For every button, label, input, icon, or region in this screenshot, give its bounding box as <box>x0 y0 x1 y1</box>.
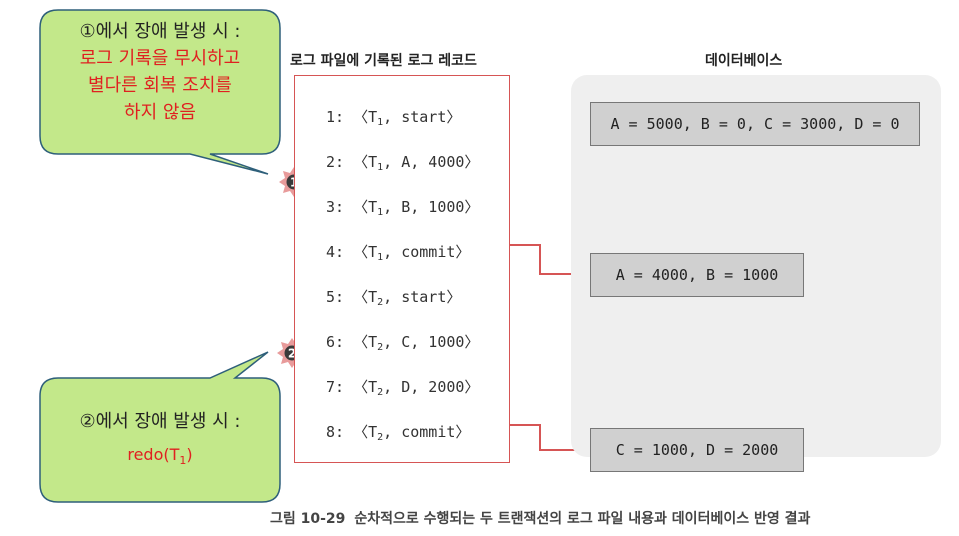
log-record-5: 5: 〈T2, start〉 <box>326 288 462 308</box>
log-record-7: 7: 〈T2, D, 2000〉 <box>326 378 480 398</box>
log-record-6: 6: 〈T2, C, 1000〉 <box>326 333 480 353</box>
log-record-8: 8: 〈T2, commit〉 <box>326 423 471 443</box>
bubble-1-line-1: ①에서 장애 발생 시 : <box>79 21 241 42</box>
log-record-1: 1: 〈T1, start〉 <box>326 108 462 128</box>
log-file-heading: 로그 파일에 기록된 로그 레코드 <box>290 53 477 69</box>
figure-caption: 그림 10-29 순차적으로 수행되는 두 트랜잭션의 로그 파일 내용과 데이… <box>270 511 811 527</box>
connector-commit-t2 <box>482 424 590 451</box>
bubble-2-line-1: ②에서 장애 발생 시 : <box>79 411 241 432</box>
bubble-1-text: ①에서 장애 발생 시 : 로그 기록을 무시하고 별다른 회복 조치를 하지 … <box>40 18 280 126</box>
bubble-1-line-3: 별다른 회복 조치를 <box>88 75 232 96</box>
database-heading: 데이터베이스 <box>705 53 783 69</box>
log-record-4: 4: 〈T1, commit〉 <box>326 243 471 263</box>
db-state-after-t2: C = 1000, D = 2000 <box>590 428 804 472</box>
bubble-2-line-2: redo(T1) <box>127 445 193 468</box>
bubble-2-text: ②에서 장애 발생 시 : redo(T1) <box>40 408 280 474</box>
bubble-1-line-2: 로그 기록을 무시하고 <box>79 48 241 69</box>
speech-bubble-2 <box>39 351 281 503</box>
marker-2-label: 2 <box>288 347 296 361</box>
db-state-initial: A = 5000, B = 0, C = 3000, D = 0 <box>590 102 920 146</box>
log-file-box <box>294 75 510 463</box>
log-record-2: 2: 〈T1, A, 4000〉 <box>326 153 480 173</box>
speech-bubble-1 <box>39 9 281 175</box>
log-record-3: 3: 〈T1, B, 1000〉 <box>326 198 480 218</box>
db-state-after-t1: A = 4000, B = 1000 <box>590 253 804 297</box>
connector-commit-t1 <box>482 244 590 275</box>
bubble-1-line-4: 하지 않음 <box>124 102 196 123</box>
